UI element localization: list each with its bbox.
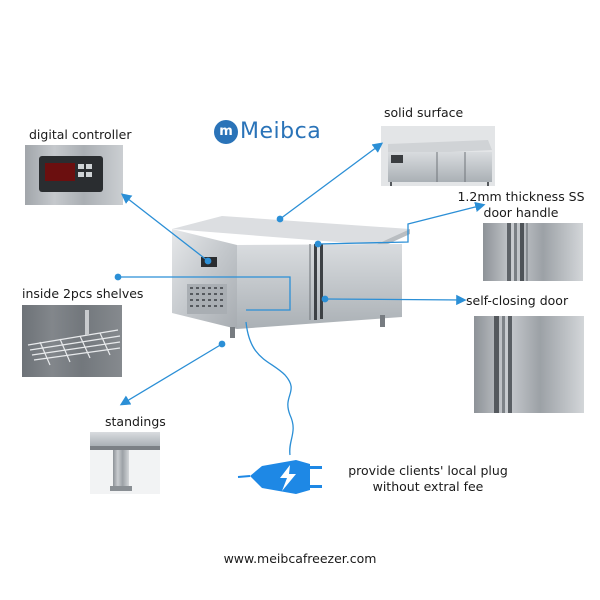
lightning-icon xyxy=(280,465,296,491)
footer-website[interactable]: www.meibcafreezer.com xyxy=(223,551,377,566)
photo-door-handle xyxy=(483,223,583,281)
label-self-closing-door: self-closing door xyxy=(466,293,569,308)
label-door-handle-line1: 1.2mm thickness SS xyxy=(457,189,585,204)
callout-lines xyxy=(114,142,486,456)
brand-name: Meibca xyxy=(240,119,322,144)
electric-plug-icon xyxy=(237,460,322,494)
label-door-handle-line2: door handle xyxy=(483,205,559,220)
photo-inside-shelves xyxy=(22,305,122,377)
photo-digital-controller xyxy=(25,145,123,205)
label-solid-surface: solid surface xyxy=(384,105,464,120)
controller-display xyxy=(201,257,217,267)
label-inside-shelves: inside 2pcs shelves xyxy=(22,286,144,301)
label-plug-line1: provide clients' local plug xyxy=(348,463,508,478)
photo-solid-surface xyxy=(381,126,495,186)
door-handle-right xyxy=(320,244,323,319)
door-handle-left xyxy=(314,244,317,320)
brand-logo-icon: m xyxy=(214,120,238,144)
photo-self-closing-door xyxy=(474,316,584,413)
label-digital-controller: digital controller xyxy=(29,127,132,142)
photo-standings xyxy=(90,432,160,494)
label-plug-line2: without extral fee xyxy=(372,479,484,494)
label-standings: standings xyxy=(105,414,166,429)
